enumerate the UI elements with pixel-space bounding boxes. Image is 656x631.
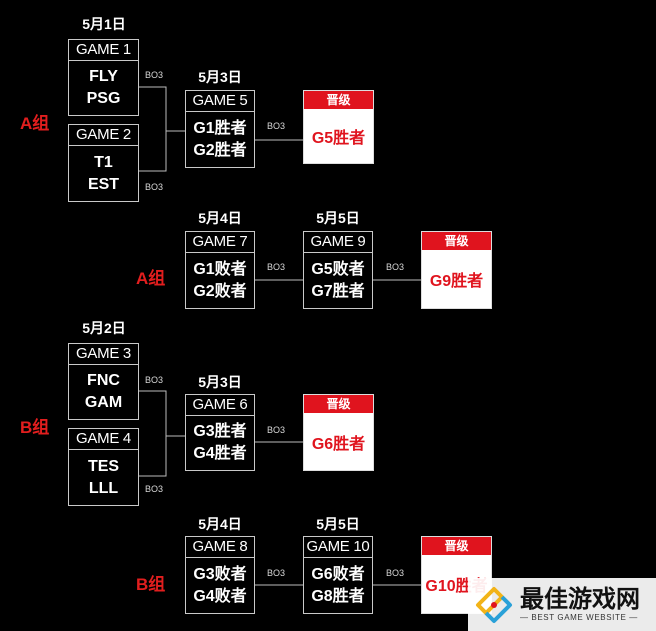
advance-label: 晋级	[422, 232, 491, 250]
team-name: LLL	[88, 479, 119, 497]
match-title: GAME 10	[304, 537, 372, 558]
match-card-game-4: GAME 4 TES LLL	[68, 428, 139, 506]
date-label: 5月5日	[316, 210, 360, 226]
match-title: GAME 4	[69, 429, 138, 450]
team-name: G2胜者	[193, 141, 247, 159]
match-card-game-2: GAME 2 T1 EST	[68, 124, 139, 202]
bo3-label: BO3	[145, 182, 164, 192]
bo3-label: BO3	[145, 70, 164, 80]
team-name: FLY	[89, 68, 118, 85]
bo3-label: BO3	[267, 262, 286, 272]
advance-label: 晋级	[304, 395, 373, 413]
match-title: GAME 3	[69, 344, 138, 365]
team-name: G4胜者	[193, 445, 247, 462]
date-label: 5月1日	[82, 16, 126, 32]
match-title: GAME 1	[69, 40, 138, 61]
group-label-a: A组	[20, 114, 50, 133]
advance-team: G6胜者	[311, 435, 366, 453]
advance-label: 晋级	[422, 537, 491, 555]
bo3-label: BO3	[267, 425, 286, 435]
match-card-game-9: GAME 9 G5败者 G7胜者	[303, 231, 373, 309]
match-title: GAME 8	[186, 537, 254, 558]
match-card-game-6: GAME 6 G3胜者 G4胜者	[185, 394, 255, 471]
site-logo-icon	[476, 586, 512, 623]
bo3-label: BO3	[267, 121, 286, 131]
date-label: 5月3日	[198, 374, 242, 390]
advance-box-a-upper: 晋级 G5胜者	[303, 90, 374, 164]
team-name: PSG	[86, 90, 121, 107]
date-label: 5月4日	[198, 516, 242, 532]
match-card-game-3: GAME 3 FNC GAM	[68, 343, 139, 420]
team-name: G8胜者	[311, 587, 365, 605]
match-title: GAME 6	[186, 395, 254, 416]
team-name: G4败者	[193, 587, 247, 605]
team-name: G3胜者	[193, 423, 247, 440]
match-title: GAME 2	[69, 125, 138, 146]
match-card-game-8: GAME 8 G3败者 G4败者	[185, 536, 255, 614]
team-name: G2败者	[193, 282, 247, 300]
match-card-game-7: GAME 7 G1败者 G2败者	[185, 231, 255, 309]
bo3-label: BO3	[386, 568, 405, 578]
date-label: 5月4日	[198, 210, 242, 226]
watermark: 最佳游戏网 — BEST GAME WEBSITE —	[468, 578, 656, 631]
advance-box-a-lower: 晋级 G9胜者	[421, 231, 492, 309]
match-title: GAME 7	[186, 232, 254, 253]
team-name: TES	[87, 457, 120, 475]
team-name: G1胜者	[193, 119, 247, 137]
team-name: EST	[87, 175, 120, 193]
advance-box-b-upper: 晋级 G6胜者	[303, 394, 374, 471]
team-name: FNC	[87, 372, 120, 389]
date-label: 5月2日	[82, 320, 126, 336]
team-name: G6败者	[311, 565, 365, 583]
team-name: G7胜者	[311, 282, 365, 300]
match-card-game-10: GAME 10 G6败者 G8胜者	[303, 536, 373, 614]
group-label-b: B组	[136, 575, 166, 594]
match-card-game-1: GAME 1 FLY PSG	[68, 39, 139, 116]
match-card-game-5: GAME 5 G1胜者 G2胜者	[185, 90, 255, 168]
watermark-title: 最佳游戏网	[520, 586, 640, 613]
date-label: 5月5日	[316, 516, 360, 532]
bo3-label: BO3	[145, 484, 164, 494]
team-name: T1	[94, 153, 113, 171]
team-name: G1败者	[193, 260, 247, 278]
team-name: G5败者	[311, 260, 365, 278]
team-name: G3败者	[193, 565, 247, 583]
watermark-subtitle: — BEST GAME WEBSITE —	[520, 613, 638, 622]
match-title: GAME 5	[186, 91, 254, 112]
advance-team: G5胜者	[311, 130, 366, 147]
match-title: GAME 9	[304, 232, 372, 253]
bo3-label: BO3	[267, 568, 286, 578]
advance-label: 晋级	[304, 91, 373, 109]
bo3-label: BO3	[145, 375, 164, 385]
group-label-b: B组	[20, 418, 50, 437]
group-label-a: A组	[136, 269, 166, 288]
team-name: GAM	[84, 394, 123, 411]
bo3-label: BO3	[386, 262, 405, 272]
advance-team: G9胜者	[429, 273, 484, 290]
date-label: 5月3日	[198, 69, 242, 85]
